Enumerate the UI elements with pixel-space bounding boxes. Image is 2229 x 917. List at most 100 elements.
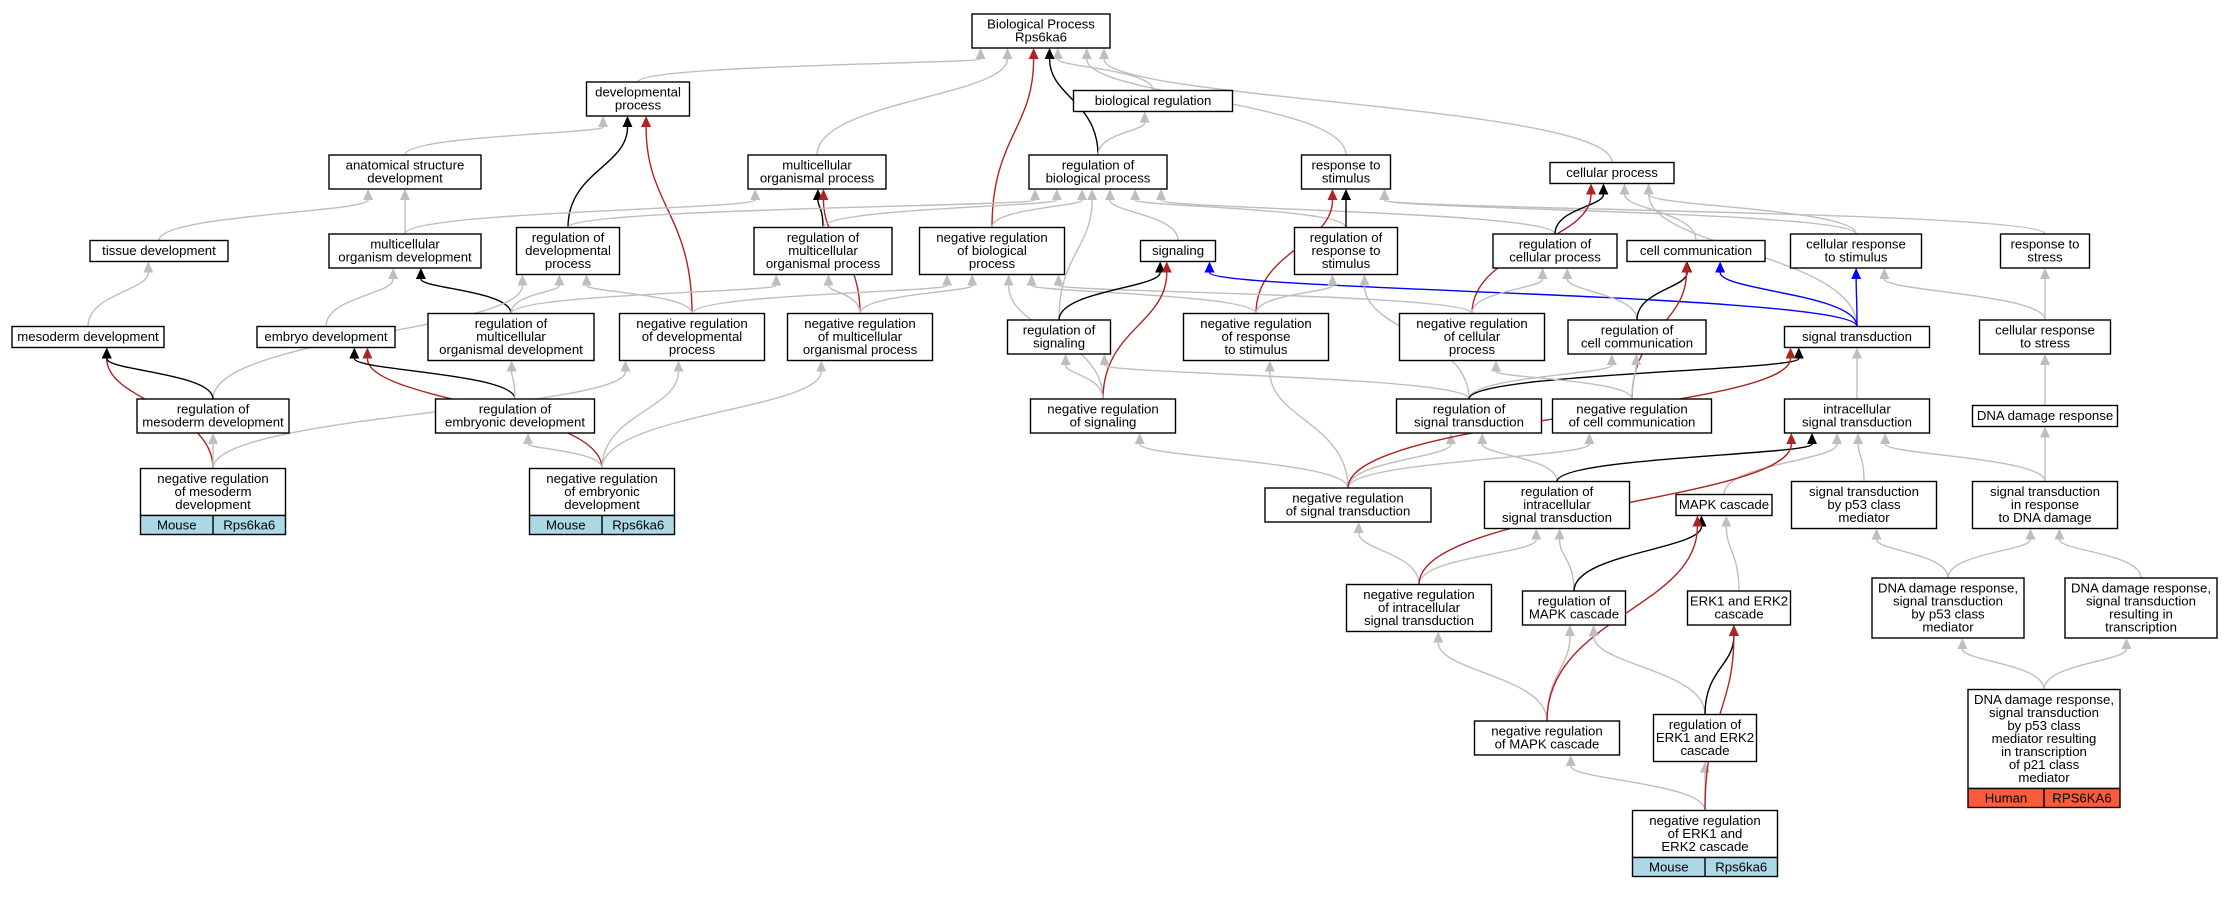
arrowhead	[506, 360, 517, 372]
term-label-line: process	[669, 342, 716, 357]
go-term-dnap21[interactable]: DNA damage response,signal transductionb…	[1967, 688, 2121, 809]
relation-edge-part-of	[567, 116, 633, 228]
go-term-mesodev[interactable]: mesoderm development	[11, 325, 165, 349]
term-label-line: by p53 class	[1827, 497, 1901, 512]
term-label-line: ERK1 and ERK2	[1656, 730, 1754, 745]
go-term-cellcomm[interactable]: cell communication	[1626, 239, 1766, 263]
edge-line	[1357, 532, 1420, 585]
term-label-line: signaling	[1152, 243, 1204, 258]
term-label-line: process	[615, 98, 662, 113]
relation-edge-is-a	[506, 360, 517, 400]
edge-line	[1573, 526, 1703, 592]
go-term-dnap53[interactable]: DNA damage response,signal transductionb…	[1871, 577, 2025, 639]
relation-edge-is-a	[1565, 755, 1706, 811]
arrowhead	[1851, 268, 1862, 279]
go-term-mapk[interactable]: MAPK cascade	[1675, 493, 1773, 517]
go-term-tissuedev[interactable]: tissue development	[89, 239, 229, 263]
relation-edge-is-a	[1588, 625, 1706, 715]
edge-line	[1556, 443, 1813, 482]
arrowhead	[2054, 528, 2065, 540]
term-label-line: negative regulation	[936, 230, 1047, 245]
term-label-line: stress	[2027, 250, 2063, 265]
term-box	[1264, 487, 1432, 523]
term-label-line: to stress	[2020, 336, 2070, 351]
term-label-line: signal transduction	[1990, 484, 2100, 499]
edge-line	[1570, 765, 1706, 811]
edge-line	[859, 284, 973, 314]
arrowhead	[1264, 360, 1275, 372]
term-label-line: negative regulation	[1200, 316, 1311, 331]
edge-line	[1566, 278, 1638, 321]
arrowhead	[620, 360, 631, 372]
arrowhead	[1852, 347, 1862, 359]
edge-line	[822, 199, 1058, 228]
arrowhead	[1853, 433, 1864, 444]
edge-line	[1468, 364, 1613, 400]
term-label-line: Rps6ka6	[1015, 30, 1067, 45]
go-term-embryodev[interactable]: embryo development	[256, 325, 396, 349]
go-term-signaling[interactable]: signaling	[1139, 239, 1217, 263]
relation-edge-is-a	[823, 274, 861, 314]
go-term-bioreg[interactable]: biological regulation	[1072, 89, 1234, 113]
term-box	[1967, 688, 2121, 790]
edge-line	[1468, 357, 1800, 400]
relation-edge-is-a	[523, 433, 603, 469]
arrowhead	[1139, 111, 1150, 123]
go-term-sigtrans[interactable]: signal transduction	[1783, 325, 1931, 349]
go-term-dnatrans[interactable]: DNA damage response,signal transductionr…	[2064, 577, 2218, 639]
go-term-cellproc[interactable]: cellular process	[1549, 161, 1675, 185]
edge-line	[87, 272, 150, 327]
arrowhead	[975, 48, 986, 59]
term-box	[1345, 583, 1493, 633]
edge-line	[404, 126, 604, 156]
edge-line	[527, 443, 603, 469]
term-label-line: by p53 class	[2007, 718, 2081, 733]
relation-edge-is-a	[325, 268, 399, 327]
go-term-dnadmg[interactable]: DNA damage response	[1971, 404, 2119, 428]
edge-line	[1855, 278, 1858, 327]
relation-edge-is-a	[1721, 515, 1740, 592]
relation-edge-is-a	[1347, 433, 1595, 489]
edge-line	[1592, 635, 1706, 715]
